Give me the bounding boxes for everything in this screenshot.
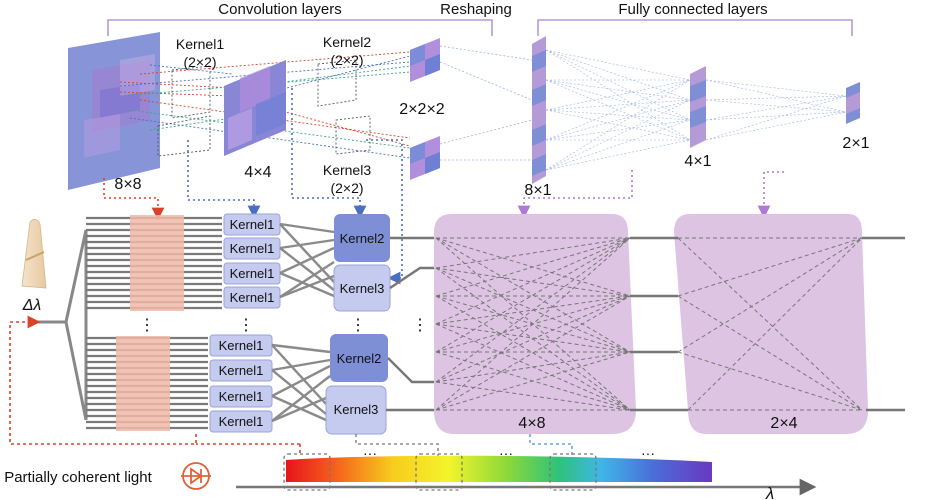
reshape-block-top	[410, 38, 440, 82]
kernel1-size: (2×2)	[183, 54, 216, 70]
fc-hidden-size: 4×1	[684, 153, 711, 170]
chip-kernel1-label: Kernel1	[230, 241, 275, 256]
crystal-filter-icon	[21, 219, 47, 289]
fc-matrix-2x4	[674, 214, 868, 434]
chip-kernel1-column-bottom	[209, 334, 273, 433]
chip-kernel1-label: Kernel1	[219, 389, 264, 404]
reshape-block-bottom	[410, 136, 440, 180]
spectrum-bar	[286, 455, 712, 482]
fc2-mesh	[677, 237, 863, 411]
reshape-size: 2×2×2	[399, 101, 444, 118]
fc-in-size: 8×1	[524, 182, 551, 199]
fc-output-column	[846, 82, 860, 124]
chip-kernel3-label: Kernel3	[334, 402, 379, 417]
fc-matrix-4x8	[434, 214, 636, 434]
window-connector-3	[529, 434, 573, 456]
fc1-to-fc2-waveguides	[630, 236, 688, 412]
reshaping-title: Reshaping	[440, 1, 512, 18]
kernel-crossings	[271, 222, 335, 423]
kernel-outlines	[157, 59, 371, 157]
fc2-size: 2×4	[770, 415, 797, 432]
spectrum-ellipsis-3: ···	[641, 445, 655, 461]
diode-source-icon	[181, 462, 211, 490]
chip-kernel1-label: Kernel1	[230, 217, 275, 232]
chip-kernel2-label: Kernel2	[340, 231, 385, 246]
chip-kernel1-label: Kernel1	[219, 338, 264, 353]
chip-kernel1-label: Kernel1	[219, 414, 264, 429]
ellipsis-2: ⋮	[238, 317, 254, 334]
fc1-size: 4×8	[518, 415, 545, 432]
chip-kernel2-top	[334, 214, 390, 262]
fc-mesh-2	[705, 79, 847, 141]
conv-out-size: 4×4	[244, 164, 271, 181]
lambda-axis-label: λ	[765, 484, 774, 500]
input-8x8-plane	[68, 32, 160, 190]
light-source-label: Partially coherent light	[4, 469, 152, 486]
fc-input-column	[532, 36, 546, 184]
fc-layers-title: Fully connected layers	[618, 1, 767, 18]
conv-bracket	[107, 19, 493, 36]
spectrum-ellipsis-2: ···	[499, 445, 513, 461]
ellipsis-1: ⋮	[139, 317, 155, 334]
reshape-to-fc-lines	[439, 45, 533, 161]
fc-mesh-1	[545, 49, 691, 171]
kernel3-title: Kernel3	[323, 162, 371, 178]
input-size: 8×8	[114, 176, 141, 193]
spectrum-windows	[283, 453, 597, 491]
kernel2-title: Kernel2	[323, 34, 371, 50]
spectrum-ellipsis-1: ···	[363, 445, 377, 461]
chip-kernel2-label: Kernel2	[337, 351, 382, 366]
source-feed-path	[9, 315, 197, 445]
kernel3-size: (2×2)	[330, 180, 363, 196]
chip-kernel1-label: Kernel1	[230, 266, 275, 281]
chip-kernel1-label: Kernel1	[230, 290, 275, 305]
kernel-to-fc-waveguides	[386, 236, 436, 412]
chip-kernel1-label: Kernel1	[219, 363, 264, 378]
kernel1-title: Kernel1	[176, 36, 224, 52]
waveguide-tree	[36, 229, 88, 421]
window-connector-2	[355, 434, 439, 456]
output-waveguides	[862, 236, 905, 412]
chip-kernel2-bottom	[330, 334, 388, 382]
fc-bracket	[537, 19, 853, 36]
kernel2-size: (2×2)	[330, 52, 363, 68]
phase-shifter-top	[130, 215, 184, 311]
fc-hidden-column	[690, 66, 706, 148]
phase-shifter-bottom	[116, 336, 170, 431]
fc-out-size: 2×1	[842, 135, 869, 152]
chip-kernel3-label: Kernel3	[340, 281, 385, 296]
mapping-arrows	[103, 88, 784, 285]
ellipsis-3: ⋮	[350, 317, 366, 334]
ellipsis-4: ⋮	[412, 317, 428, 334]
fc1-mesh	[435, 237, 631, 411]
conv-output-4x4-plane	[224, 60, 286, 156]
conv-layers-title: Convolution layers	[218, 1, 341, 18]
chip-kernel1-column-top	[223, 213, 281, 309]
delta-lambda-label: Δλ	[22, 297, 42, 314]
